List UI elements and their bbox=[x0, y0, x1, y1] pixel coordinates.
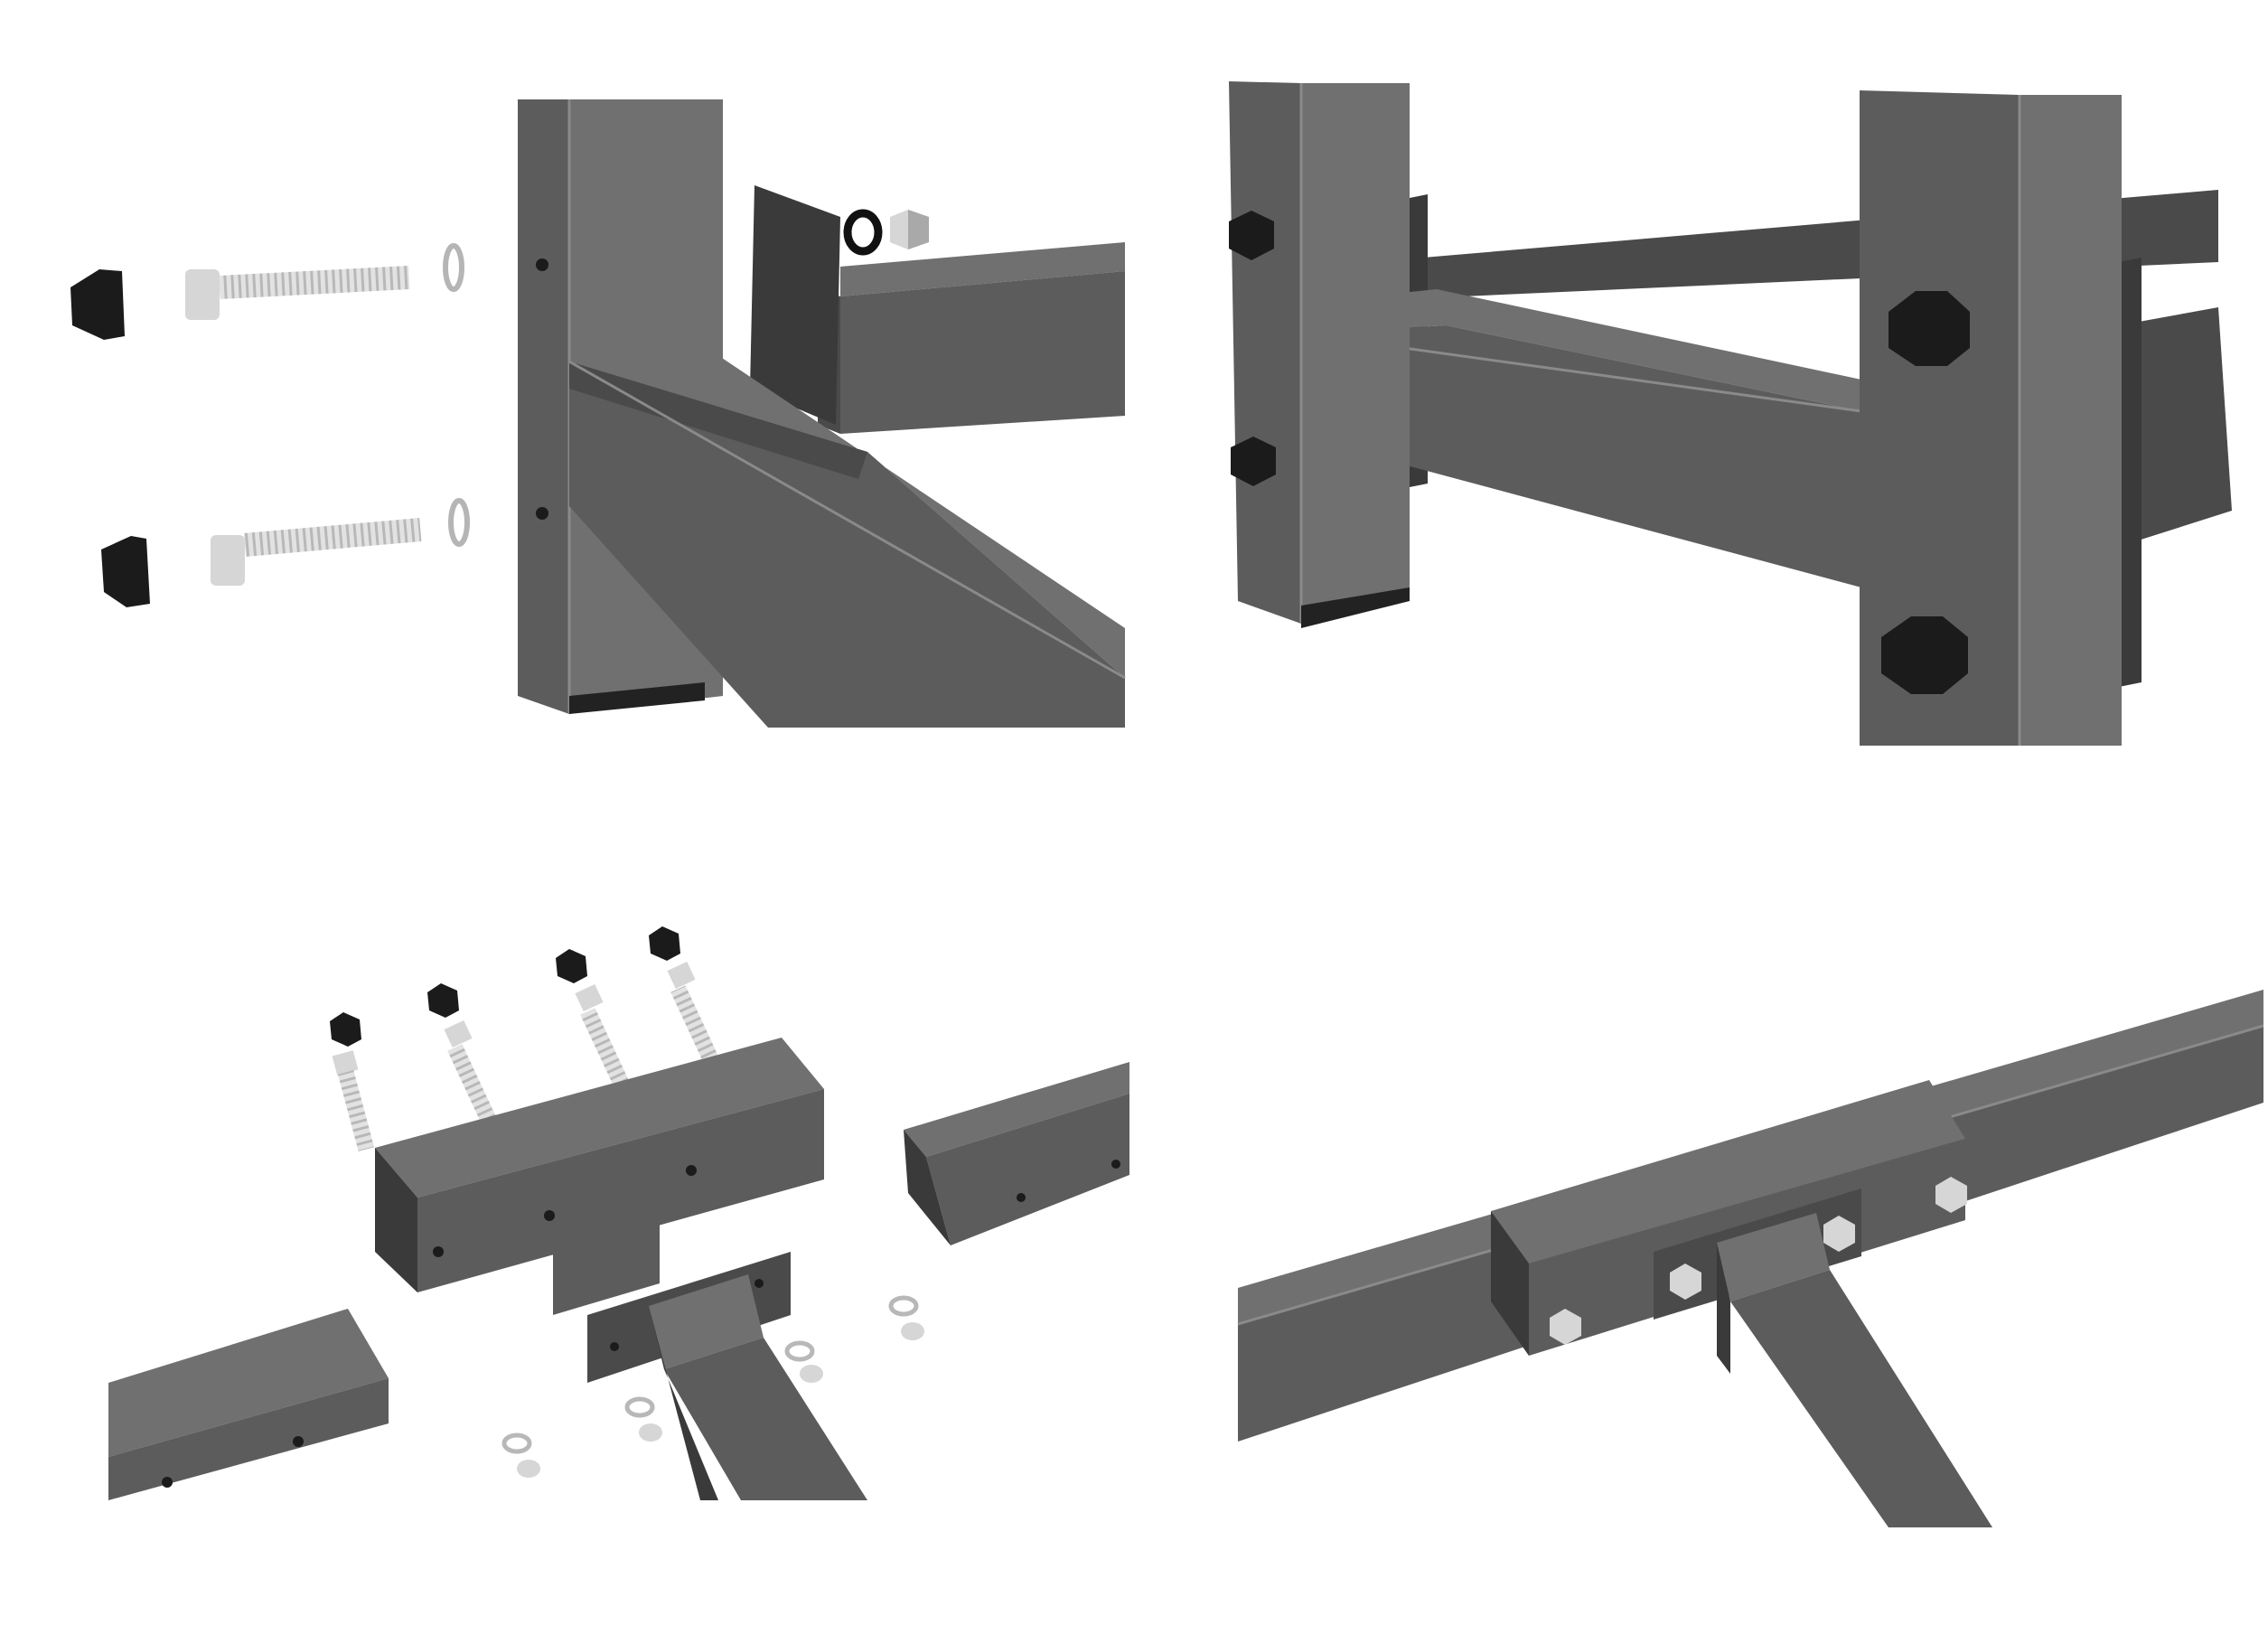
nut-icon bbox=[639, 1423, 662, 1442]
washer-icon bbox=[843, 209, 883, 256]
bolt-icon bbox=[211, 518, 422, 586]
end-cap-icon bbox=[1229, 211, 1274, 260]
washer-icon bbox=[888, 1295, 919, 1317]
diagonal-rail bbox=[568, 352, 1126, 728]
bolt-icon bbox=[1823, 1216, 1855, 1252]
bolt-icon bbox=[1935, 1177, 1967, 1213]
right-post bbox=[1860, 90, 2122, 746]
nut-icon bbox=[800, 1365, 823, 1383]
washer-icon bbox=[501, 1433, 532, 1454]
washer-icon bbox=[784, 1340, 815, 1362]
bolt-icon bbox=[330, 1012, 375, 1151]
bolt-icon bbox=[649, 926, 719, 1065]
nut-icon bbox=[890, 210, 929, 249]
tee-housing bbox=[375, 1038, 824, 1315]
tee-leg bbox=[649, 1274, 867, 1500]
end-cap-icon bbox=[101, 536, 150, 607]
panel-assembled-tee-joint bbox=[1237, 990, 2264, 1527]
bolt-icon bbox=[556, 949, 629, 1087]
panel-assembled-corner-joint bbox=[1229, 81, 2232, 746]
panel-exploded-tee-joint bbox=[108, 926, 1129, 1500]
bracket-plate bbox=[750, 185, 840, 425]
left-post bbox=[1229, 81, 1410, 628]
left-tube-segment bbox=[108, 1309, 389, 1500]
end-cap-icon bbox=[1881, 616, 1968, 694]
bolt-icon bbox=[427, 983, 496, 1123]
bolt-icon bbox=[1550, 1309, 1581, 1345]
end-cap-icon bbox=[1231, 437, 1276, 486]
rear-rail-lower bbox=[2119, 307, 2232, 542]
nut-icon bbox=[517, 1460, 540, 1478]
bolt-icon bbox=[185, 266, 410, 320]
panel-exploded-corner-joint bbox=[70, 99, 1126, 728]
washer-icon bbox=[624, 1396, 655, 1418]
end-cap-icon bbox=[1888, 291, 1970, 366]
bracket-plate bbox=[2119, 258, 2141, 687]
right-tube-segment bbox=[904, 1062, 1129, 1245]
nut-icon bbox=[901, 1322, 924, 1340]
rear-rail bbox=[818, 242, 1125, 434]
washer-icon bbox=[443, 243, 464, 292]
bolt-icon bbox=[1670, 1264, 1701, 1300]
washer-icon bbox=[448, 498, 470, 547]
end-cap-icon bbox=[70, 269, 125, 340]
tee-leg bbox=[1717, 1213, 1992, 1527]
